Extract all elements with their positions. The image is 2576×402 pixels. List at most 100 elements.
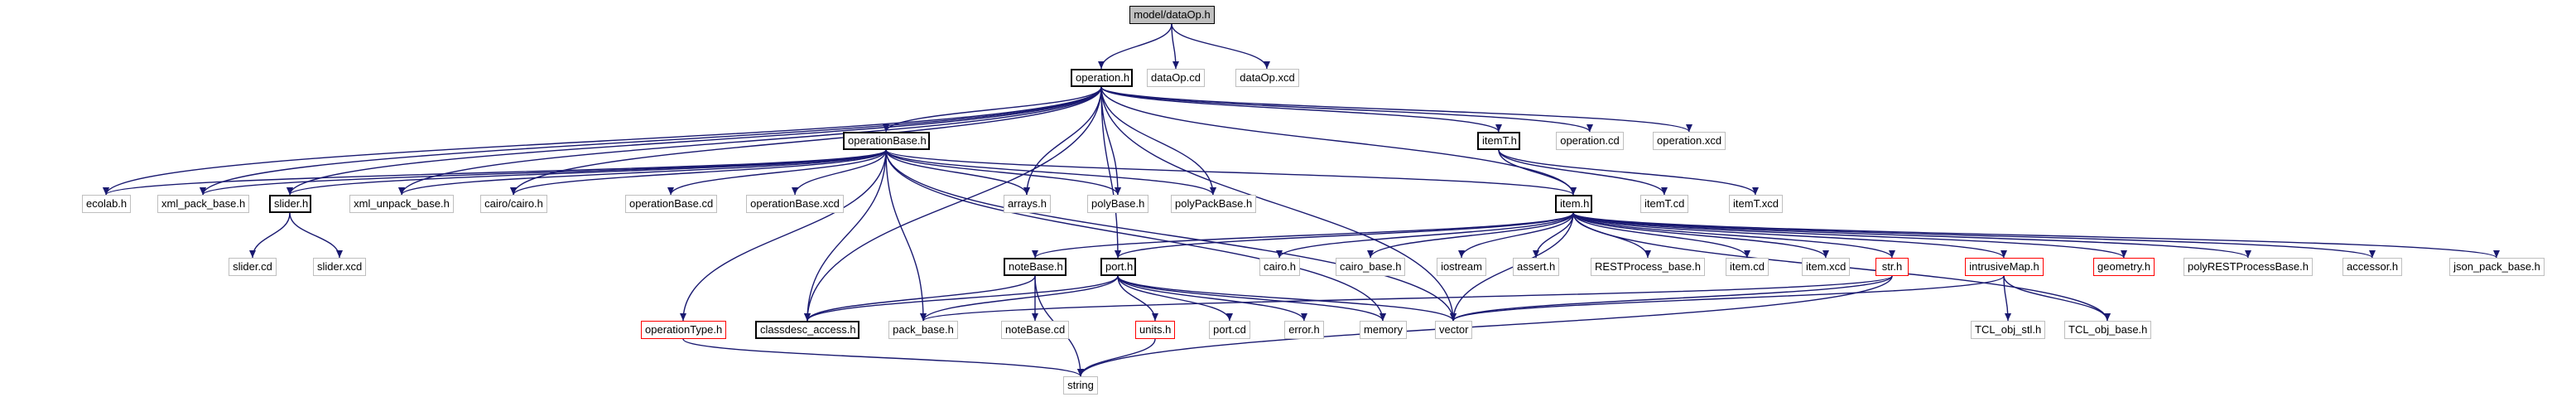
edge-operation_h-to-ecolab_h: [103, 86, 1102, 196]
edge-intrusivemap_h-to-tcl_obj_stl_h: [2003, 275, 2011, 322]
edge-operationbase_h-to-memory: [885, 149, 1386, 322]
edge-root-to-operation_h: [1098, 23, 1172, 70]
edge-operationbase_h-to-operationbase_cd: [667, 149, 887, 196]
node-itemt-cd[interactable]: itemT.cd: [1640, 195, 1688, 213]
edge-operation_h-to-xml_pack_base_h: [200, 86, 1102, 196]
edge-itemt_h-to-itemt_cd: [1498, 149, 1668, 196]
node-units-h[interactable]: units.h: [1135, 321, 1175, 339]
node-ecolab-h[interactable]: ecolab.h: [82, 195, 131, 213]
edge-operation_h-to-operationbase_h: [883, 86, 1102, 133]
edge-item_h-to-cairo_base_h: [1367, 212, 1574, 259]
node-root[interactable]: model/dataOp.h: [1129, 6, 1215, 24]
edge-operation_h-to-classdesc_access_h: [804, 86, 1102, 322]
node-str-h[interactable]: str.h: [1875, 258, 1909, 276]
edge-intrusivemap_h-to-tcl_obj_base_h: [2003, 275, 2111, 322]
node-string[interactable]: string: [1063, 376, 1098, 395]
node-iostream[interactable]: iostream: [1437, 258, 1486, 276]
node-item-cd[interactable]: item.cd: [1726, 258, 1769, 276]
edge-str_h-to-string: [1077, 275, 1893, 377]
node-intrusivemap-h[interactable]: intrusiveMap.h: [1965, 258, 2044, 276]
node-cairo-base-h[interactable]: cairo_base.h: [1336, 258, 1405, 276]
edge-operation_h-to-port_h: [1100, 86, 1121, 259]
edge-item_h-to-polyrestprocessbase_h: [1572, 212, 2251, 259]
edge-item_h-to-cairo_h: [1276, 212, 1574, 259]
node-accessor-h[interactable]: accessor.h: [2342, 258, 2402, 276]
node-port-h[interactable]: port.h: [1100, 258, 1136, 276]
node-polybase-h[interactable]: polyBase.h: [1087, 195, 1148, 213]
edge-intrusivemap_h-to-vector: [1450, 275, 2005, 322]
node-itemt-h[interactable]: itemT.h: [1477, 132, 1520, 150]
node-operationbase-xcd[interactable]: operationBase.xcd: [746, 195, 844, 213]
node-pack-base-h[interactable]: pack_base.h: [888, 321, 958, 339]
node-arrays-h[interactable]: arrays.h: [1004, 195, 1051, 213]
edge-operation_h-to-itemt_h: [1100, 86, 1502, 133]
node-slider-xcd[interactable]: slider.xcd: [313, 258, 366, 276]
node-cairo-cairo-h[interactable]: cairo/cairo.h: [480, 195, 547, 213]
node-operation-cd[interactable]: operation.cd: [1556, 132, 1624, 150]
edge-units_h-to-string: [1077, 338, 1156, 377]
node-error-h[interactable]: error.h: [1284, 321, 1324, 339]
edge-item_h-to-str_h: [1572, 212, 1895, 259]
edge-operation_h-to-cairo_cairo_h: [510, 86, 1102, 196]
node-tcl-obj-stl-h[interactable]: TCL_obj_stl.h: [1971, 321, 2045, 339]
edge-item_h-to-notebase_h: [1032, 212, 1574, 259]
node-operationtype-h[interactable]: operationType.h: [641, 321, 726, 339]
node-operation-h[interactable]: operation.h: [1071, 69, 1133, 87]
node-tcl-obj-base-h[interactable]: TCL_obj_base.h: [2064, 321, 2151, 339]
edge-item_h-to-geometry_h: [1572, 212, 2127, 259]
node-slider-cd[interactable]: slider.cd: [229, 258, 277, 276]
edge-port_h-to-error_h: [1117, 275, 1307, 322]
edge-root-to-dataop_cd: [1171, 23, 1179, 70]
edge-operation_h-to-operation_xcd: [1100, 86, 1692, 133]
node-item-h[interactable]: item.h: [1555, 195, 1592, 213]
node-operationbase-cd[interactable]: operationBase.cd: [625, 195, 717, 213]
edge-operationbase_h-to-operationtype_h: [680, 149, 887, 322]
node-geometry-h[interactable]: geometry.h: [2093, 258, 2155, 276]
edge-item_h-to-accessor_h: [1572, 212, 2376, 259]
edge-port_h-to-memory: [1117, 275, 1386, 322]
node-assert-h[interactable]: assert.h: [1513, 258, 1559, 276]
edge-operationbase_h-to-operationbase_xcd: [792, 149, 887, 196]
node-classdesc-access-h[interactable]: classdesc_access.h: [755, 321, 859, 339]
node-polypackbase-h[interactable]: polyPackBase.h: [1171, 195, 1256, 213]
node-json-pack-base-h[interactable]: json_pack_base.h: [2449, 258, 2545, 276]
edge-root-to-dataop_xcd: [1171, 23, 1270, 70]
edge-operationbase_h-to-polybase_h: [885, 149, 1121, 196]
node-notebase-cd[interactable]: noteBase.cd: [1001, 321, 1069, 339]
edge-item_h-to-iostream: [1458, 212, 1574, 259]
edge-operationbase_h-to-item_h: [885, 149, 1577, 196]
edge-operationbase_h-to-xml_pack_base_h: [200, 149, 887, 196]
node-notebase-h[interactable]: noteBase.h: [1004, 258, 1067, 276]
node-operation-xcd[interactable]: operation.xcd: [1653, 132, 1726, 150]
node-polyrestprocessbase-h[interactable]: polyRESTProcessBase.h: [2184, 258, 2313, 276]
edge-operationbase_h-to-cairo_cairo_h: [510, 149, 887, 196]
edge-operationbase_h-to-classdesc_access_h: [804, 149, 887, 322]
node-operationbase-h[interactable]: operationBase.h: [843, 132, 930, 150]
node-itemt-xcd[interactable]: itemT.xcd: [1729, 195, 1783, 213]
node-restprocess-base-h[interactable]: RESTProcess_base.h: [1591, 258, 1705, 276]
node-cairo-h[interactable]: cairo.h: [1259, 258, 1300, 276]
node-item-xcd[interactable]: item.xcd: [1802, 258, 1850, 276]
edge-operationbase_h-to-arrays_h: [885, 149, 1030, 196]
edge-port_h-to-port_cd: [1117, 275, 1233, 322]
edge-operationbase_h-to-polypackbase_h: [885, 149, 1216, 196]
edge-operation_h-to-arrays_h: [1023, 86, 1102, 196]
edge-layer: [103, 23, 2500, 377]
edge-item_h-to-port_h: [1115, 212, 1574, 259]
node-port-cd[interactable]: port.cd: [1209, 321, 1250, 339]
node-vector[interactable]: vector: [1435, 321, 1472, 339]
edge-item_h-to-json_pack_base_h: [1572, 212, 2500, 259]
edge-slider_h-to-slider_cd: [249, 212, 291, 259]
node-slider-h[interactable]: slider.h: [269, 195, 311, 213]
node-xml-pack-base-h[interactable]: xml_pack_base.h: [157, 195, 249, 213]
edge-itemt_h-to-itemt_xcd: [1498, 149, 1759, 196]
node-dataop-xcd[interactable]: dataOp.xcd: [1235, 69, 1299, 87]
edge-operationbase_h-to-ecolab_h: [103, 149, 887, 196]
node-memory[interactable]: memory: [1360, 321, 1407, 339]
node-xml-unpack-base-h[interactable]: xml_unpack_base.h: [349, 195, 454, 213]
edge-item_h-to-intrusivemap_h: [1572, 212, 2007, 259]
node-dataop-cd[interactable]: dataOp.cd: [1147, 69, 1205, 87]
edge-str_h-to-pack_base_h: [920, 275, 1893, 322]
